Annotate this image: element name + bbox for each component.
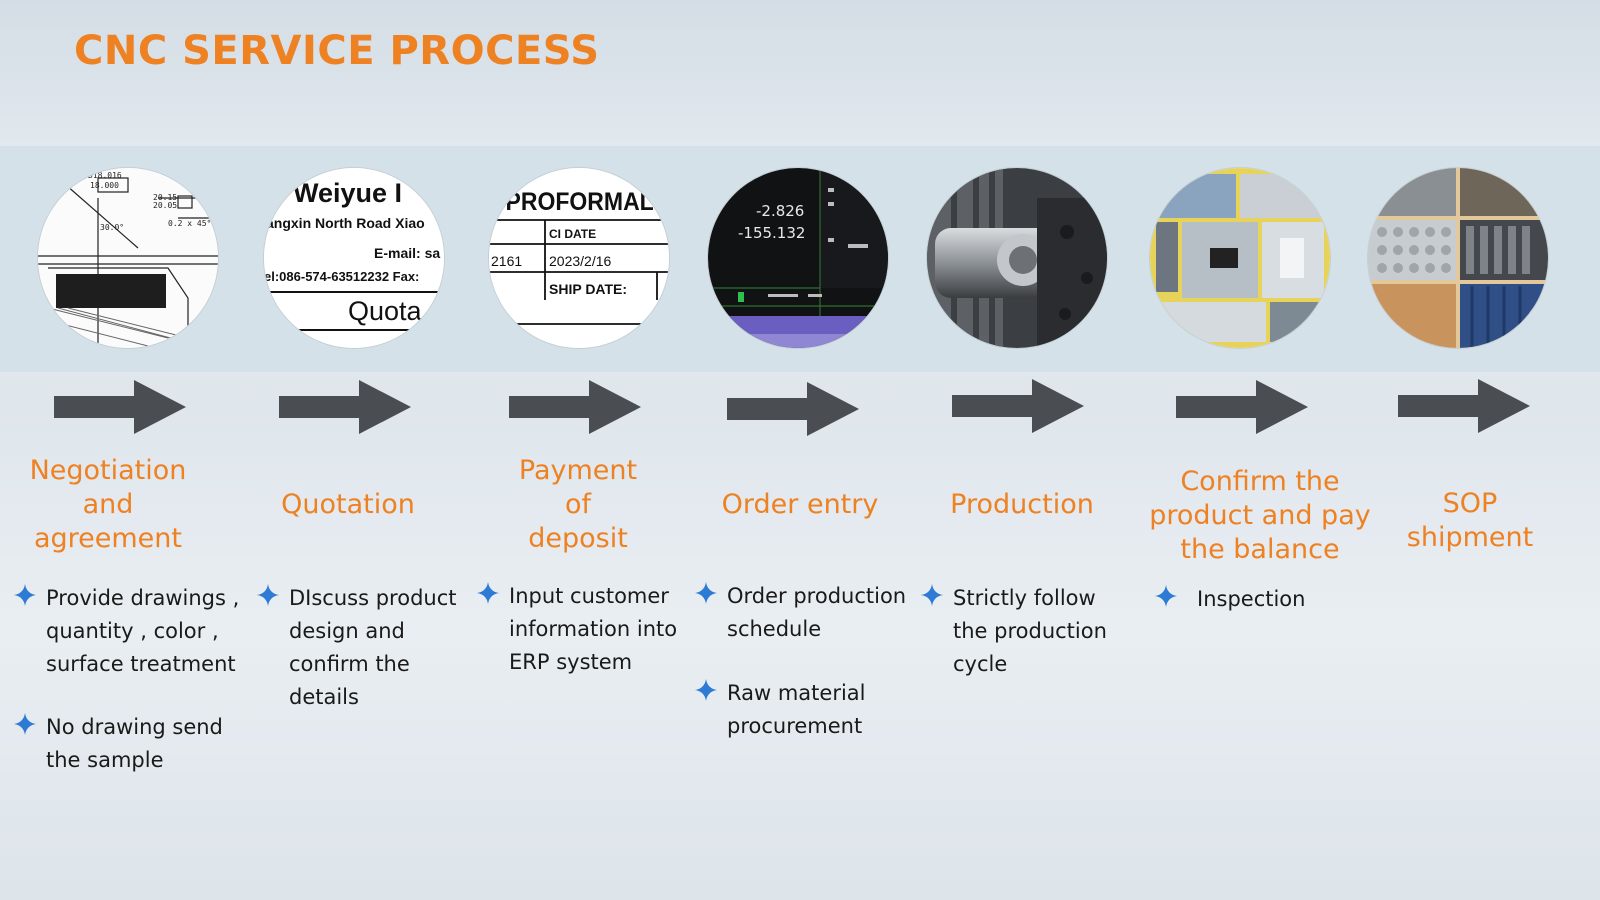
step-arrow-4 xyxy=(727,380,861,438)
step-arrow-1 xyxy=(54,378,188,436)
invoice-heading-text: PROFORMAL IN xyxy=(506,188,669,216)
invoice-date-label: CI DATE xyxy=(549,227,596,241)
bullet-text: Input customer information into ERP syst… xyxy=(509,584,678,674)
step-label-payment: Payment of deposit xyxy=(518,455,638,554)
step-4-bullet-1: Order production schedule xyxy=(695,580,906,646)
bullet-text: Inspection xyxy=(1197,587,1306,611)
screen-value-1: -2.826 xyxy=(756,202,804,220)
star-icon xyxy=(921,584,943,606)
step-4-bullet-2: Raw material procurement xyxy=(695,677,866,743)
step-arrow-2 xyxy=(279,378,413,436)
step-label-production: Production xyxy=(950,489,1094,520)
star-icon xyxy=(477,582,499,604)
svg-text:Ø18.016: Ø18.016 xyxy=(88,170,122,180)
step-arrow-5 xyxy=(952,377,1086,435)
svg-text:20.15: 20.15 xyxy=(153,193,177,202)
bullet-text: Strictly follow the production cycle xyxy=(953,586,1107,676)
bullet-text: No drawing send the sample xyxy=(46,715,223,772)
step-3-bullet-1: Input customer information into ERP syst… xyxy=(477,580,677,679)
quotation-email-text: E-mail: sa xyxy=(374,245,440,261)
star-icon xyxy=(1155,585,1177,607)
step-arrow-3 xyxy=(509,378,643,436)
step-6-bullet-1: Inspection xyxy=(1155,583,1305,616)
step-1-bullet-2: No drawing send the sample xyxy=(14,711,223,777)
invoice-number: 2161 xyxy=(491,253,522,269)
star-icon xyxy=(695,679,717,701)
quotation-image: i Weiyue I angxin North Road Xiao E-mail… xyxy=(264,168,444,348)
page-title: CNC SERVICE PROCESS xyxy=(74,28,600,74)
star-icon xyxy=(257,584,279,606)
svg-text:20.05: 20.05 xyxy=(153,201,177,210)
invoice-image: PROFORMAL IN CI DATE 2161 2023/2/16 SHIP… xyxy=(489,168,669,348)
bullet-text: Raw material procurement xyxy=(727,681,866,738)
svg-text:18.000: 18.000 xyxy=(90,181,119,190)
quotation-address-text: angxin North Road Xiao xyxy=(266,215,425,231)
step-5-bullet-1: Strictly follow the production cycle xyxy=(921,582,1107,681)
quotation-phone-text: el:086-574-63512232 Fax: xyxy=(264,269,419,284)
bullet-text: DIscuss product design and confirm the d… xyxy=(289,586,457,709)
step-label-quotation: Quotation xyxy=(281,489,415,520)
star-icon xyxy=(14,584,36,606)
svg-text:30.0°: 30.0° xyxy=(100,223,124,232)
step-arrow-7 xyxy=(1398,377,1532,435)
bullet-text: Order production schedule xyxy=(727,584,907,641)
invoice-ship-label: SHIP DATE: xyxy=(549,281,627,297)
invoice-date: 2023/2/16 xyxy=(549,253,611,269)
step-label-negotiation: Negotiation and agreement xyxy=(29,455,187,554)
star-icon xyxy=(695,582,717,604)
step-arrow-6 xyxy=(1176,378,1310,436)
bullet-text: Provide drawings , quantity , color , su… xyxy=(46,586,240,676)
spindle-image xyxy=(927,168,1107,348)
quotation-heading-text: Quota xyxy=(348,296,423,326)
step-label-shipment: SOP shipment xyxy=(1406,488,1534,553)
control-screen-image: -2.826 -155.132 xyxy=(708,168,888,348)
step-2-bullet-1: DIscuss product design and confirm the d… xyxy=(257,582,457,714)
step-1-bullet-1: Provide drawings , quantity , color , su… xyxy=(14,582,239,681)
svg-text:0.2 x 45°: 0.2 x 45° xyxy=(168,219,211,228)
star-icon xyxy=(14,713,36,735)
shipment-image xyxy=(1368,168,1548,348)
step-label-confirm: Confirm the product and pay the balance xyxy=(1149,466,1371,565)
inspection-image xyxy=(1150,168,1330,348)
screen-value-2: -155.132 xyxy=(738,224,805,242)
step-label-order-entry: Order entry xyxy=(721,489,879,520)
